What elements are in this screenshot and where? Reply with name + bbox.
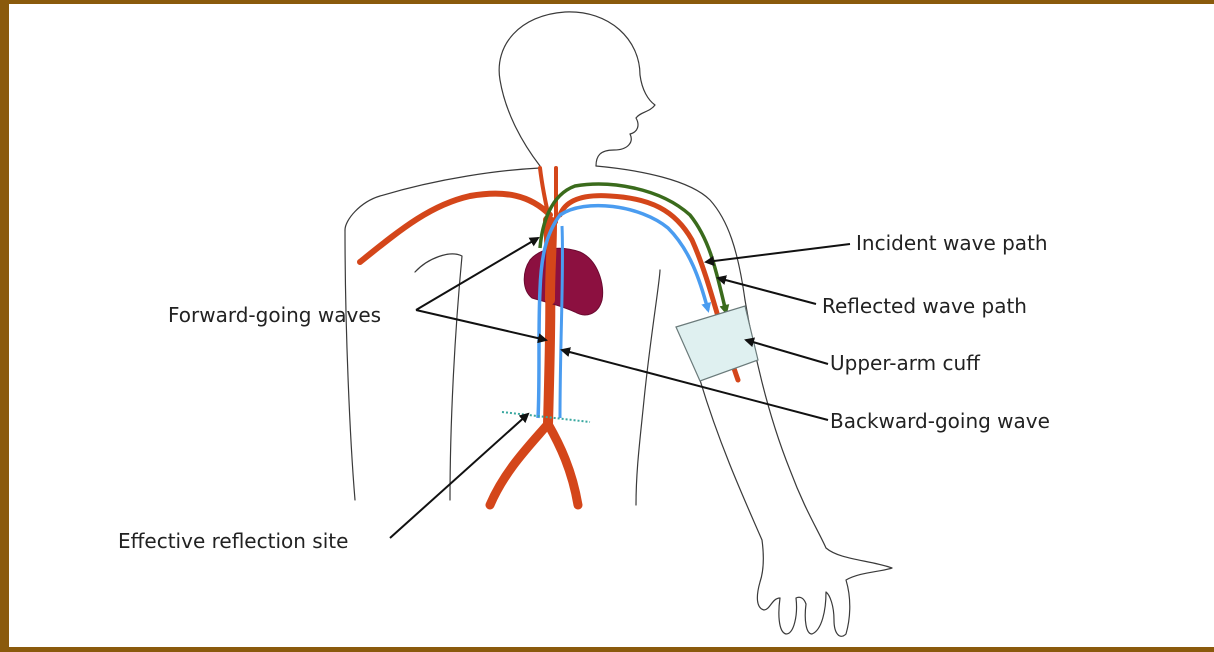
backward-wave-label: Backward-going wave (830, 409, 1050, 433)
forward-pointer-upper (416, 238, 538, 310)
head-outline (499, 12, 655, 166)
reflected-pointer (718, 278, 816, 304)
right-inner-torso-outline (636, 270, 660, 505)
body-outline (345, 12, 892, 636)
cuff-label: Upper-arm cuff (830, 351, 981, 375)
left-shoulder-outline (345, 168, 540, 230)
incident-pointer (706, 244, 850, 262)
left-iliac-artery (490, 424, 548, 505)
forward-waves-label: Forward-going waves (168, 303, 381, 327)
reflected-wave-label: Reflected wave path (822, 294, 1027, 318)
right-iliac-artery (548, 424, 578, 505)
left-inner-arm-outline (415, 254, 462, 500)
reflection-site-label: Effective reflection site (118, 529, 348, 553)
left-subclavian-artery (360, 194, 550, 262)
incident-wave-label: Incident wave path (856, 231, 1048, 255)
forward-pointer-lower (416, 310, 546, 340)
upper-arm-cuff (676, 306, 758, 381)
left-torso-outline (345, 230, 355, 500)
